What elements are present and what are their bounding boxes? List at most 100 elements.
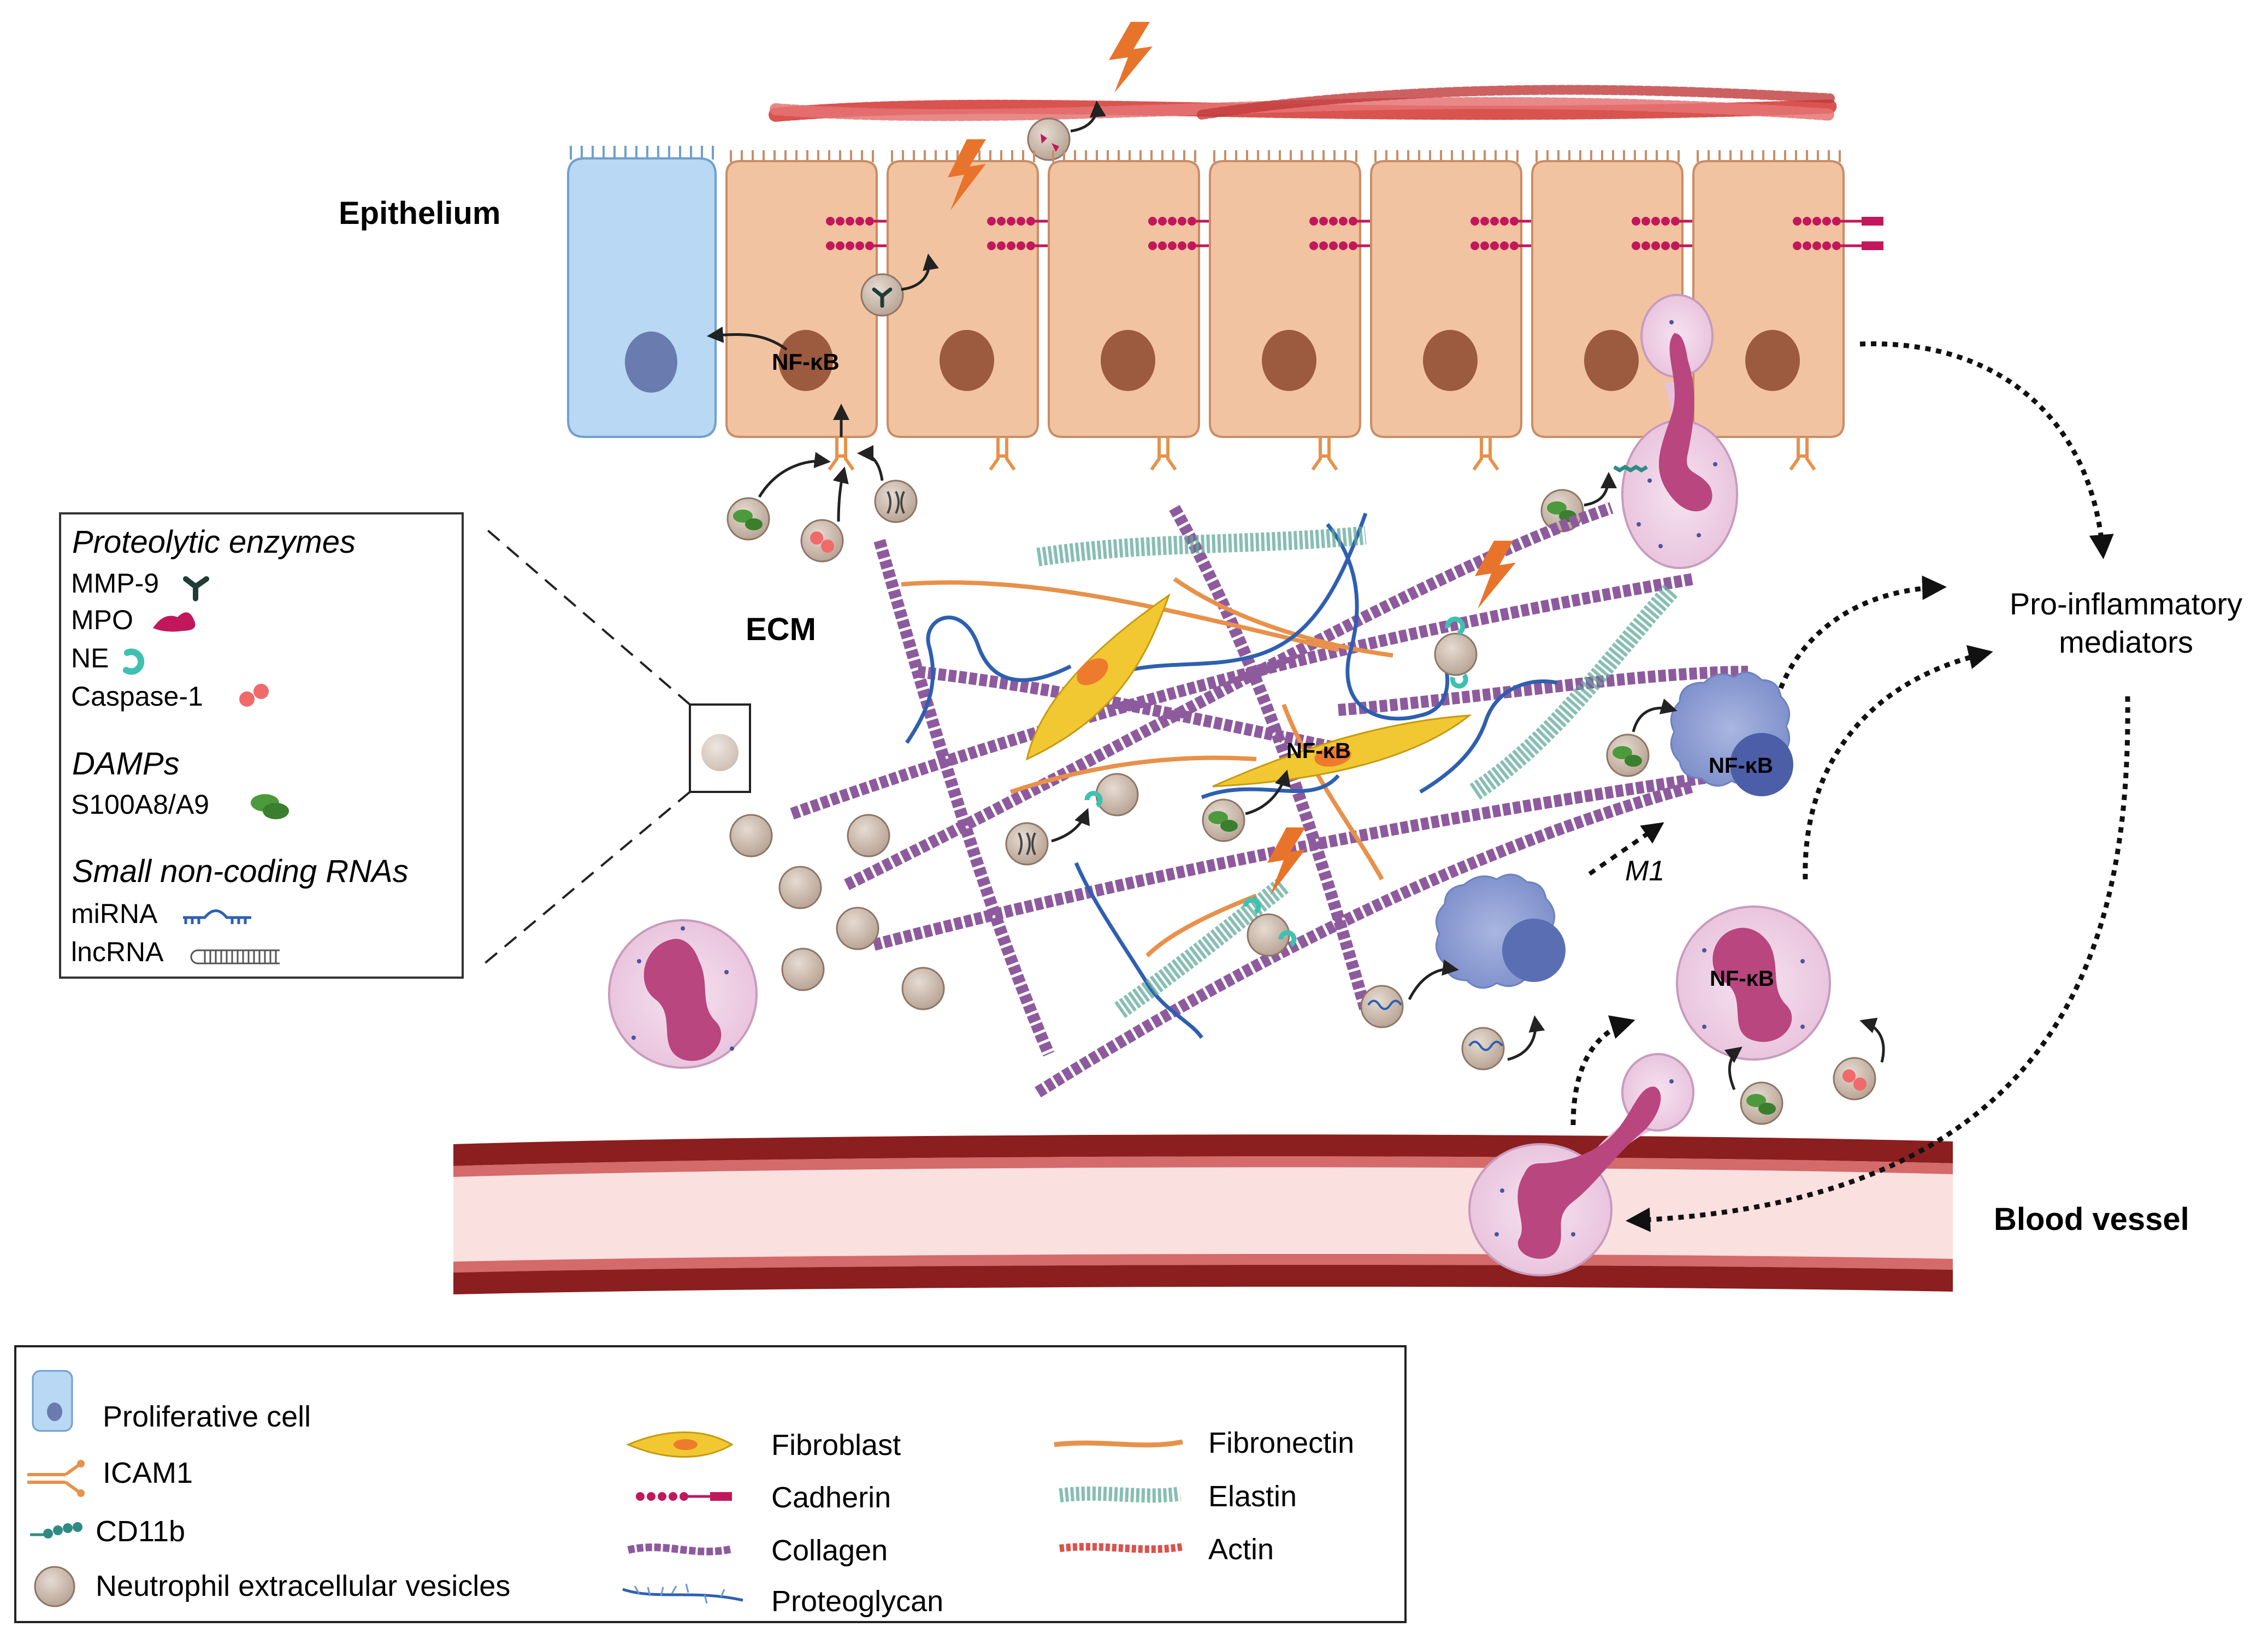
epithelial-cells <box>725 150 1883 438</box>
vesicle-icon <box>781 948 825 991</box>
proteoglycan-fibers <box>905 512 1557 1039</box>
cargo-inset: Proteolytic enzymes MMP-9 MPO NE Caspase… <box>59 512 464 979</box>
epithelial-cell <box>1692 150 1883 438</box>
icam1-receptor <box>828 437 855 471</box>
nfkb-label-macrophage: NF-κB <box>1709 754 1773 778</box>
icam1-receptor <box>989 437 1016 471</box>
vesicle-icon <box>874 480 918 523</box>
mpo-icon <box>153 612 196 632</box>
vesicle-icon <box>729 814 773 857</box>
legend-fibronectin: Fibronectin <box>1208 1427 1354 1459</box>
inset-title-ncrna: Small non-coding RNAs <box>72 854 409 889</box>
macrophage-m1 <box>1670 671 1793 796</box>
vesicle-icon <box>778 866 822 909</box>
vesicle-icon <box>901 967 945 1010</box>
inset-item-mpo: MPO <box>71 605 133 635</box>
actin-filaments <box>769 85 1837 122</box>
inset-item-lncrna: lncRNA <box>71 937 164 967</box>
legend-icon-vesicle <box>34 1566 75 1607</box>
dotted-arrows <box>1570 341 2130 1232</box>
icam1-receptor <box>1472 437 1499 471</box>
vesicle-icon <box>847 814 890 857</box>
vesicle-icon <box>1005 822 1049 866</box>
epithelium-label: Epithelium <box>339 196 500 231</box>
nfkb-label-neutrophil: NF-κB <box>1710 967 1774 991</box>
icam1-receptor <box>1150 437 1177 471</box>
pro-inflammatory-label-line2: mediators <box>2059 625 2193 659</box>
inset-title-damps: DAMPs <box>72 746 180 782</box>
legend-icon-fibroblast <box>626 1431 734 1458</box>
icam1-receptor <box>1311 437 1338 471</box>
ne-icon <box>123 648 145 675</box>
vesicle-icon <box>1740 1081 1783 1125</box>
ecm-label: ECM <box>746 612 816 647</box>
lightning-icon <box>1267 827 1306 896</box>
icam1-receptor <box>1789 437 1816 471</box>
epithelial-cell <box>1048 150 1239 438</box>
fibronectin-fibers <box>901 577 1393 957</box>
vesicle-icon <box>860 273 904 317</box>
legend-neutrophil-ev: Neutrophil extracellular vesicles <box>96 1570 510 1602</box>
m1-label: M1 <box>1625 855 1664 887</box>
s100a8a9-icon <box>251 794 289 819</box>
inset-item-mirna: miRNA <box>71 898 158 929</box>
legend-elastin: Elastin <box>1208 1480 1297 1513</box>
nfkb-label-epithelium: NF-κB <box>772 349 840 375</box>
epithelial-cell <box>887 150 1078 438</box>
fibroblast <box>1025 593 1171 761</box>
proliferative-cell <box>567 146 717 438</box>
mmp9-icon <box>183 576 209 601</box>
lightning-icon <box>948 139 986 210</box>
collagen-fibers <box>790 502 1749 1098</box>
caspase1-icon <box>239 684 269 707</box>
vesicle-icon <box>800 519 844 563</box>
vesicle-icon <box>1606 733 1650 777</box>
mirna-icon <box>183 909 251 924</box>
pro-inflammatory-label-line1: Pro-inflammatory <box>2010 587 2242 621</box>
legend-icam1: ICAM1 <box>103 1457 193 1489</box>
legend-icon-collagen <box>627 1543 733 1555</box>
migrating-neutrophil-epithelium <box>1613 294 1738 569</box>
legend-cadherin: Cadherin <box>771 1481 891 1514</box>
legend-collagen: Collagen <box>771 1534 888 1567</box>
legend-icon-proliferative-cell <box>32 1370 73 1432</box>
inset-item-mmp9: MMP-9 <box>71 568 159 599</box>
neutrophil <box>608 919 758 1069</box>
nfkb-label-fibroblast: NF-κB <box>1286 739 1351 763</box>
vesicle-icon <box>1434 616 1478 689</box>
inset-item-ne: NE <box>71 643 109 673</box>
legend-icon-icam1 <box>27 1460 85 1497</box>
elastin-fibers <box>1036 526 1679 1018</box>
inset-item-caspase1: Caspase-1 <box>71 681 203 712</box>
legend-icon-proteoglycan <box>622 1583 743 1604</box>
vesicle-icon <box>1360 985 1404 1028</box>
vesicle-icon <box>1243 897 1297 957</box>
macrophage-m0 <box>1435 873 1566 989</box>
lncrna-icon <box>190 949 280 965</box>
legend-icon-cd11b <box>30 1522 82 1539</box>
vesicle-icon <box>1084 773 1139 816</box>
fibroblast <box>1212 714 1472 788</box>
vesicle-icon <box>1833 1057 1876 1100</box>
blood-vessel-label: Blood vessel <box>1994 1202 2189 1237</box>
lightning-icon <box>1475 541 1516 609</box>
inset-item-s100a8a9: S100A8/A9 <box>71 789 209 820</box>
vesicle-icon <box>727 497 770 541</box>
scattered-vesicles <box>729 814 945 1010</box>
legend: Proliferative cell ICAM1 CD11b Neutrophi… <box>14 1345 1407 1623</box>
lightning-icon <box>1109 22 1153 93</box>
legend-proteoglycan: Proteoglycan <box>771 1585 943 1618</box>
vesicle-icon <box>1027 117 1071 161</box>
epithelial-cell <box>725 150 917 438</box>
legend-fibroblast: Fibroblast <box>771 1429 901 1462</box>
legend-icon-cadherin <box>636 1492 732 1501</box>
neutrophil-activated <box>1676 906 1831 1061</box>
vesicle-icon <box>1461 1027 1505 1070</box>
inset-title-proteolytic: Proteolytic enzymes <box>72 524 356 560</box>
legend-cd11b: CD11b <box>96 1515 185 1548</box>
legend-proliferative-cell: Proliferative cell <box>103 1400 311 1433</box>
icam1-receptors <box>828 437 1816 471</box>
vesicle-icon <box>836 907 879 950</box>
legend-actin: Actin <box>1208 1533 1274 1566</box>
